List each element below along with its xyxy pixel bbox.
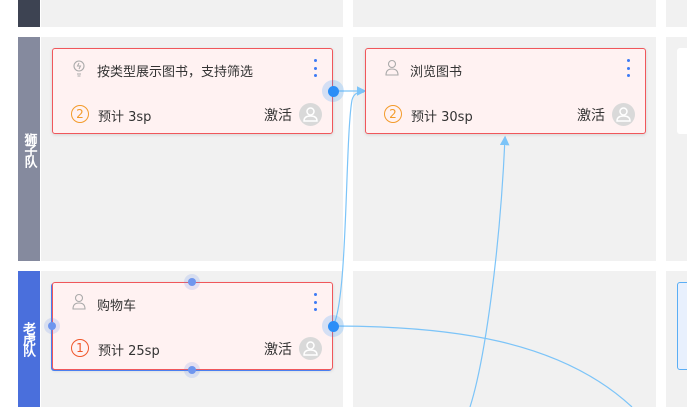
card-partial[interactable] — [677, 282, 687, 370]
story-card[interactable]: 按类型展示图书，支持筛选 2 预计 3sp 激活 — [52, 48, 333, 134]
card-title: 购物车 — [97, 299, 137, 314]
story-card[interactable]: 浏览图书 2 预计 30sp 激活 — [365, 48, 646, 134]
connection-anchor-right[interactable] — [322, 315, 344, 337]
estimate: 预计 25sp — [98, 344, 160, 359]
connection-anchor[interactable] — [322, 80, 344, 102]
more-icon[interactable] — [312, 293, 318, 311]
lane-label-top — [18, 0, 40, 27]
avatar[interactable] — [299, 103, 322, 126]
more-icon[interactable] — [312, 59, 318, 77]
more-icon[interactable] — [625, 59, 631, 77]
card-title: 浏览图书 — [410, 65, 463, 80]
connection-anchor-left[interactable] — [44, 318, 60, 334]
cell[interactable] — [353, 0, 656, 27]
status[interactable]: 激活 — [264, 342, 292, 358]
lightbulb-icon — [73, 60, 85, 77]
cell[interactable] — [353, 271, 656, 407]
cell[interactable] — [666, 0, 687, 27]
avatar[interactable] — [299, 337, 322, 360]
lane-label-lion-team: 狮子队 — [18, 37, 40, 261]
cell[interactable] — [41, 0, 343, 27]
priority-badge: 2 — [71, 105, 89, 123]
connection-anchor-bottom[interactable] — [184, 362, 200, 378]
card-title: 按类型展示图书，支持筛选 — [97, 65, 254, 80]
avatar[interactable] — [612, 103, 635, 126]
connection-anchor-top[interactable] — [184, 274, 200, 290]
lane-name: 狮子队 — [21, 132, 37, 166]
user-icon — [385, 59, 399, 76]
lane-name: 老虎队 — [20, 321, 35, 355]
card-partial[interactable] — [677, 48, 687, 134]
estimate: 预计 3sp — [98, 110, 152, 125]
priority-badge: 2 — [384, 105, 402, 123]
priority-badge: 1 — [71, 339, 89, 357]
lane-label-tiger-team: 老虎队 — [18, 271, 40, 407]
estimate: 预计 30sp — [411, 110, 473, 125]
user-icon — [72, 293, 86, 310]
status[interactable]: 激活 — [577, 108, 605, 124]
status[interactable]: 激活 — [264, 108, 292, 124]
story-card-selected[interactable]: 购物车 1 预计 25sp 激活 — [52, 282, 333, 370]
